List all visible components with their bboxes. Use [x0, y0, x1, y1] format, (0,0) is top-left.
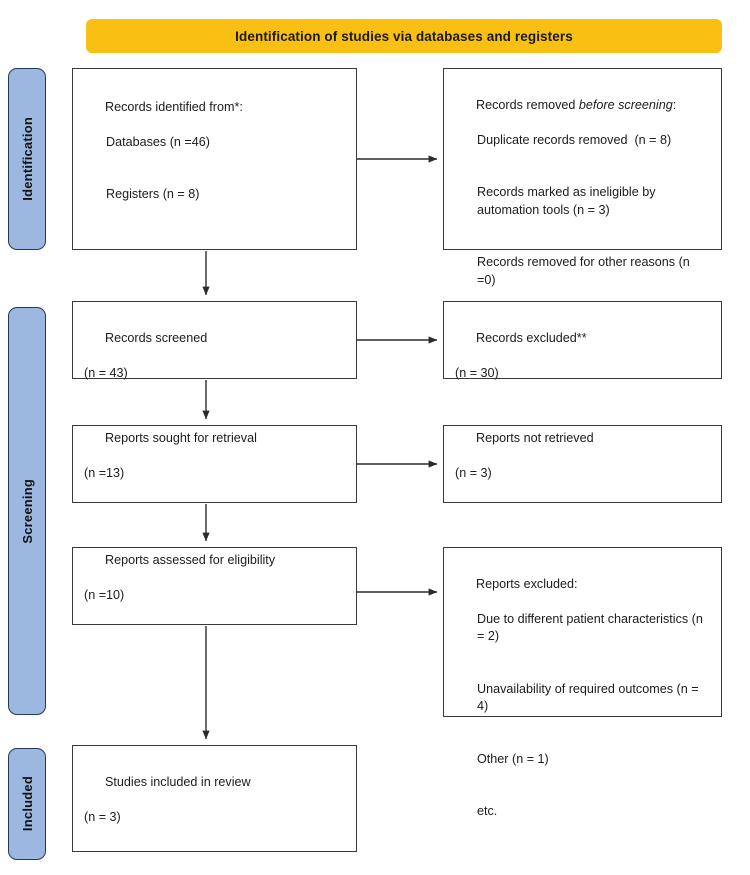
- records-identified-line-0: Databases (n =46): [106, 134, 210, 149]
- studies-included-heading: Studies included in review: [105, 774, 251, 789]
- reports-excluded-heading: Reports excluded:: [476, 576, 578, 591]
- box-reports-sought-text: Reports sought for retrieval (n =13): [84, 413, 345, 518]
- box-reports-excluded: Reports excluded: Due to different patie…: [443, 547, 722, 818]
- records-identified-heading: Records identified from*:: [105, 99, 243, 114]
- phase-tab-label-screening: Screening: [19, 478, 35, 544]
- box-records-removed: Records removed before screening: Duplic…: [443, 68, 722, 287]
- box-studies-included-text: Studies included in review (n = 3): [84, 756, 345, 861]
- reports-excluded-line-0: Due to different patient characteristics…: [477, 611, 707, 644]
- records-screened-heading: Records screened: [105, 330, 208, 345]
- box-reports-not-retrieved-text: Reports not retrieved (n = 3): [455, 413, 710, 518]
- records-identified-line-1: Registers (n = 8): [106, 187, 200, 202]
- records-removed-line-2: Records removed for other reasons (n =0): [477, 255, 694, 287]
- phase-tab-screening: Screening: [8, 307, 46, 715]
- box-reports-assessed-text: Reports assessed for eligibility (n =10): [84, 535, 345, 640]
- phase-tab-label-identification: Identification: [19, 117, 35, 201]
- box-reports-not-retrieved: Reports not retrieved (n = 3): [443, 425, 722, 503]
- box-records-identified-text: Records identified from*: Databases (n =…: [84, 81, 345, 239]
- records-excluded-heading: Records excluded**: [476, 330, 587, 345]
- studies-included-count: (n = 3): [84, 809, 121, 824]
- phase-tab-label-included: Included: [19, 776, 35, 832]
- records-removed-line-1: Records marked as ineligible by automati…: [477, 185, 659, 217]
- reports-assessed-count: (n =10): [84, 588, 125, 602]
- box-records-screened: Records screened (n = 43): [72, 301, 357, 380]
- box-reports-excluded-text: Reports excluded: Due to different patie…: [455, 558, 710, 856]
- phase-tab-included: Included: [8, 748, 46, 860]
- box-studies-included-in-review: Studies included in review (n = 3): [72, 745, 357, 852]
- box-reports-sought-for-retrieval: Reports sought for retrieval (n =13): [72, 425, 357, 503]
- box-records-excluded: Records excluded** (n = 30): [443, 301, 722, 380]
- box-records-identified: Records identified from*: Databases (n =…: [72, 68, 357, 250]
- records-removed-heading-suffix: :: [672, 97, 677, 112]
- reports-sought-heading: Reports sought for retrieval: [105, 431, 257, 445]
- box-reports-assessed-for-eligibility: Reports assessed for eligibility (n =10): [72, 547, 357, 625]
- reports-not-retrieved-count: (n = 3): [455, 466, 492, 480]
- reports-excluded-line-2: Other (n = 1): [477, 751, 549, 766]
- reports-excluded-line-3: etc.: [477, 804, 498, 818]
- records-excluded-count: (n = 30): [455, 365, 499, 380]
- box-records-excluded-text: Records excluded** (n = 30): [455, 312, 710, 417]
- records-screened-count: (n = 43): [84, 365, 128, 380]
- reports-sought-count: (n =13): [84, 466, 125, 480]
- box-records-removed-text: Records removed before screening: Duplic…: [455, 79, 710, 324]
- reports-not-retrieved-heading: Reports not retrieved: [476, 431, 594, 445]
- reports-excluded-line-1: Unavailability of required outcomes (n =…: [477, 681, 703, 714]
- box-records-screened-text: Records screened (n = 43): [84, 312, 345, 417]
- records-removed-heading-italic: before screening: [578, 97, 673, 112]
- phase-tab-identification: Identification: [8, 68, 46, 250]
- reports-assessed-heading: Reports assessed for eligibility: [105, 553, 276, 567]
- records-removed-heading-prefix: Records removed: [476, 97, 579, 112]
- stage-header-label: Identification of studies via databases …: [235, 28, 573, 44]
- stage-header-identification: Identification of studies via databases …: [86, 19, 722, 53]
- records-removed-line-0: Duplicate records removed (n = 8): [477, 132, 672, 147]
